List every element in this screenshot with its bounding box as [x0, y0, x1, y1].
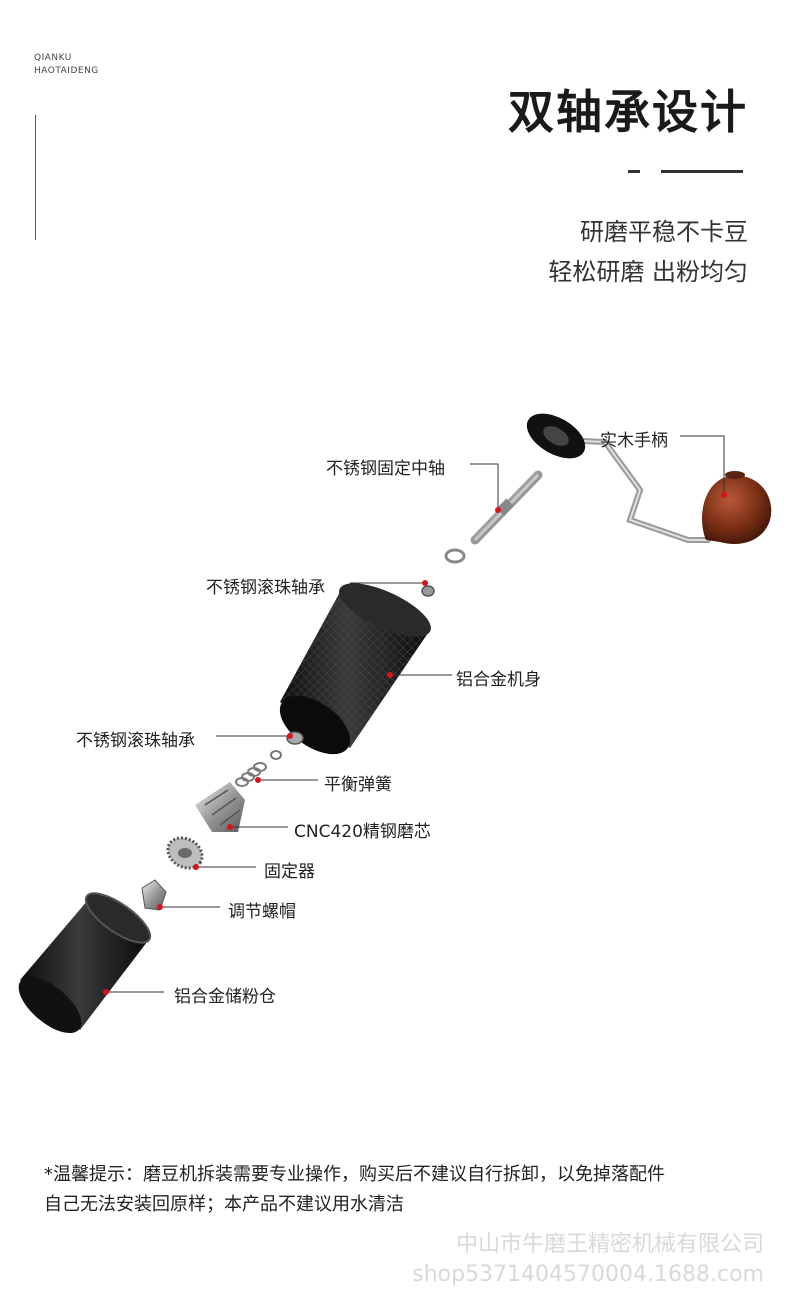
catcher	[18, 892, 152, 1034]
exploded-grinder-diagram	[18, 413, 772, 1034]
label-bearing-top: 不锈钢滚珠轴承	[206, 578, 325, 598]
subtitle-2: 轻松研磨 出粉均匀	[548, 258, 748, 286]
adjust-nut	[141, 879, 167, 911]
label-body: 铝合金机身	[456, 670, 541, 690]
burr	[195, 782, 245, 832]
center-shaft	[470, 470, 543, 545]
label-handle: 实木手柄	[600, 431, 668, 451]
brand-line-1: QIANKU	[34, 53, 72, 63]
label-shaft: 不锈钢固定中轴	[326, 459, 445, 479]
crank-handle	[526, 413, 772, 544]
label-catcher: 铝合金储粉仓	[174, 987, 276, 1007]
label-fixer: 固定器	[264, 862, 315, 882]
notice-line-1: *温馨提示：磨豆机拆装需要专业操作，购买后不建议自行拆卸，以免掉落配件	[44, 1164, 665, 1185]
brand-line-2: HAOTAIDENG	[34, 66, 99, 76]
fixer	[166, 836, 204, 870]
watermark-company: 中山市牛磨王精密机械有限公司	[455, 1232, 764, 1257]
title-dash-long	[661, 170, 743, 173]
divider-vertical	[35, 115, 36, 240]
leader-lines	[106, 435, 725, 993]
notice-line-2: 自己无法安装回原样；本产品不建议用水清洁	[44, 1194, 404, 1215]
watermark-shop: shop5371404570004.1688.com	[412, 1262, 764, 1287]
grinder-body	[279, 583, 431, 755]
title-dash-short	[628, 170, 640, 173]
subtitle-1: 研磨平稳不卡豆	[580, 218, 748, 246]
marker-dots	[103, 492, 727, 995]
brand-logo: QIANKU HAOTAIDENG	[34, 52, 99, 78]
page-title: 双轴承设计	[508, 85, 748, 139]
label-burr: CNC420精钢磨芯	[294, 822, 431, 842]
label-nut: 调节螺帽	[228, 902, 296, 922]
label-spring: 平衡弹簧	[324, 775, 392, 795]
label-bearing-bottom: 不锈钢滚珠轴承	[76, 731, 195, 751]
spring	[235, 762, 267, 787]
